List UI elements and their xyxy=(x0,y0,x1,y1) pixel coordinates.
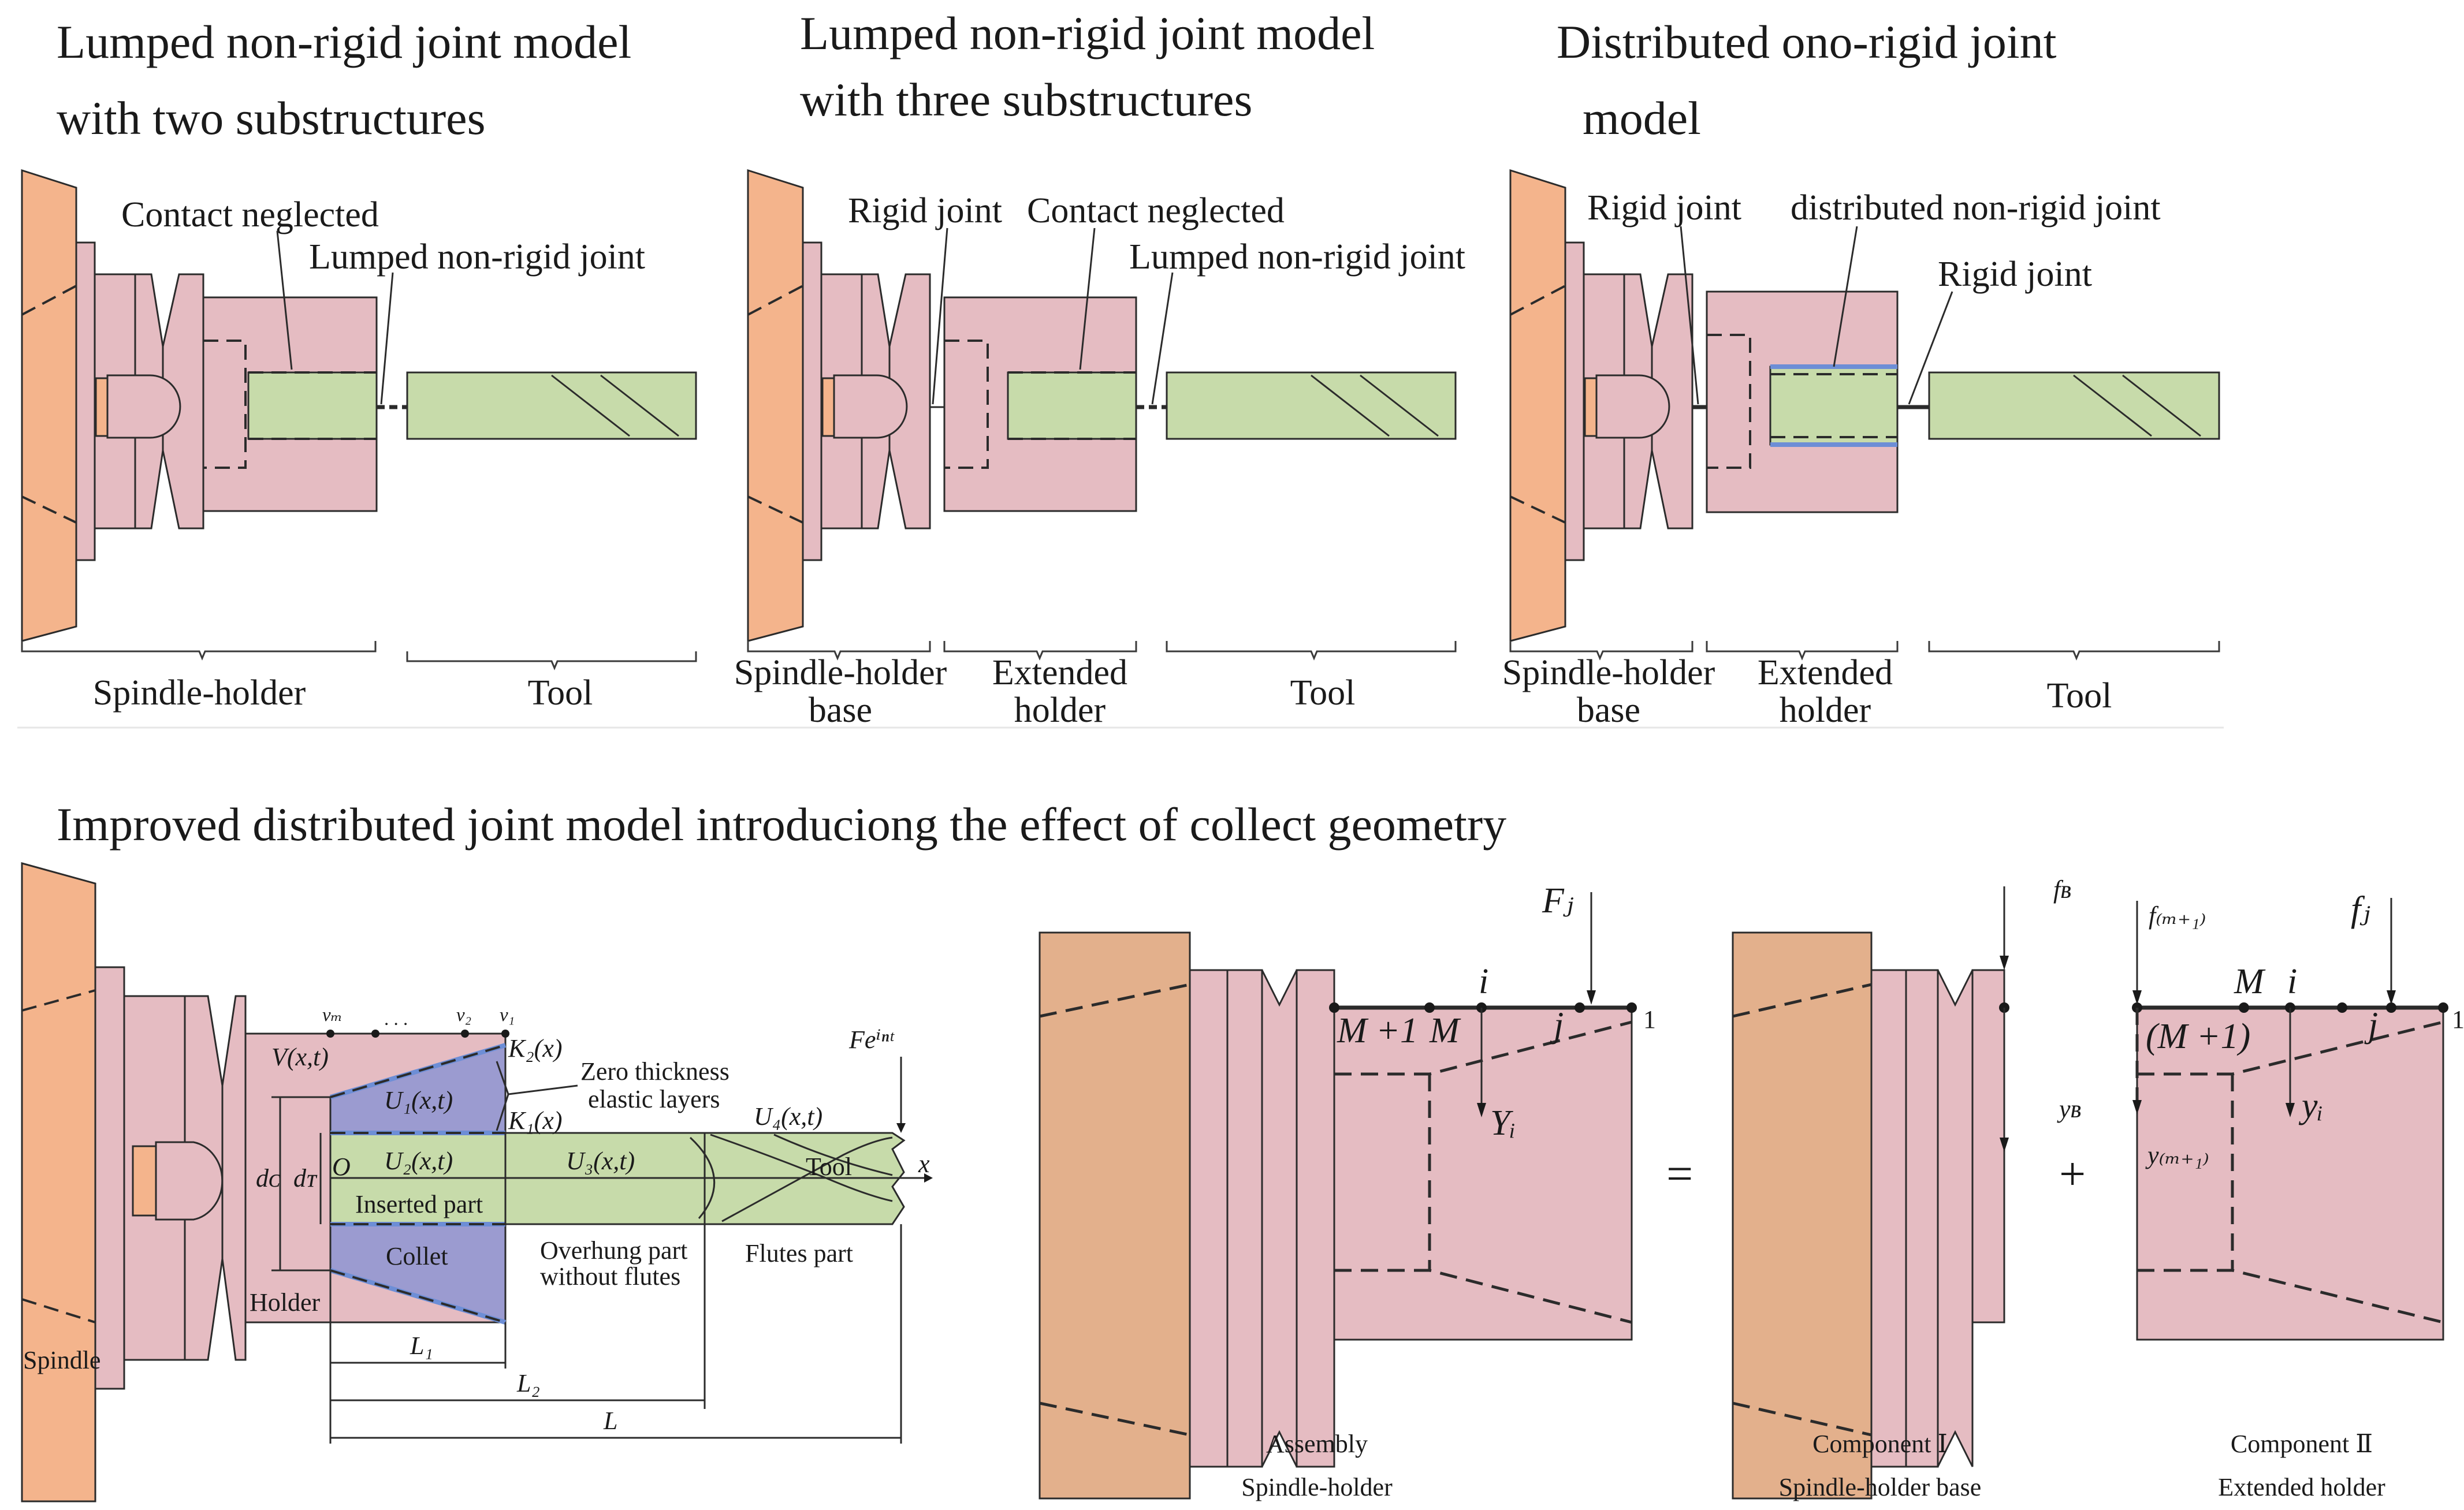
svg-text:U₄(x,t): U₄(x,t) xyxy=(754,1102,822,1131)
brace-spindle-holder: Spindle-holder xyxy=(93,673,306,713)
svg-text:1: 1 xyxy=(1643,1005,1656,1034)
svg-text:Inserted part: Inserted part xyxy=(355,1190,483,1218)
svg-text:Spindle-holder base: Spindle-holder base xyxy=(1779,1473,1982,1501)
svg-text:Yᵢ: Yᵢ xyxy=(1490,1103,1516,1143)
svg-text:L: L xyxy=(603,1407,617,1435)
svg-text:Tool: Tool xyxy=(806,1153,852,1181)
svg-text:Extended: Extended xyxy=(1758,653,1893,692)
svg-text:M: M xyxy=(1429,1011,1461,1050)
callout-rigid-joint-3b: Rigid joint xyxy=(1938,255,2092,294)
svg-text:Flutes part: Flutes part xyxy=(745,1239,853,1267)
equals-sign: = xyxy=(1666,1147,1693,1200)
bottom-title: Improved distributed joint model introdu… xyxy=(57,798,1506,851)
panel-distributed: Distributed ono-rigid joint model Rigid … xyxy=(1502,16,2220,730)
svg-text:U₂(x,t): U₂(x,t) xyxy=(384,1147,453,1175)
svg-text:yʙ: yʙ xyxy=(2057,1095,2081,1123)
svg-text:Extended holder: Extended holder xyxy=(2218,1473,2385,1501)
panel1-title-line1: Lumped non-rigid joint model xyxy=(57,16,631,68)
svg-text:Fⱼ: Fⱼ xyxy=(1542,881,1574,920)
svg-text:Overhung part: Overhung part xyxy=(540,1236,687,1265)
svg-text:L₂: L₂ xyxy=(516,1369,540,1397)
svg-text:x: x xyxy=(918,1150,930,1178)
panel3-title-line2: model xyxy=(1583,92,1701,144)
svg-text:U₁(x,t): U₁(x,t) xyxy=(384,1086,453,1114)
panel-lumped-three: Lumped non-rigid joint model with three … xyxy=(734,7,1465,730)
callout-rigid-joint-3a: Rigid joint xyxy=(1587,188,1741,228)
svg-text:Spindle-holder: Spindle-holder xyxy=(734,653,947,692)
svg-text:Spindle: Spindle xyxy=(23,1346,101,1374)
svg-text:K₁(x): K₁(x) xyxy=(508,1106,562,1135)
svg-text:M: M xyxy=(2234,962,2266,1001)
svg-text:yᵢ: yᵢ xyxy=(2298,1086,2323,1125)
svg-text:base: base xyxy=(1577,691,1640,730)
svg-text:y₍ₘ₊₁₎: y₍ₘ₊₁₎ xyxy=(2145,1141,2209,1169)
panel2-title-line2: with three substructures xyxy=(800,73,1252,126)
svg-text:v₁: v₁ xyxy=(500,1005,515,1026)
svg-text:Spindle-holder: Spindle-holder xyxy=(1241,1473,1393,1501)
svg-text:Extended: Extended xyxy=(992,653,1127,692)
component-2-diagram: f₍ₘ₊₁₎ fⱼ M i j 1 (M +1) y₍ₘ₊₁₎ yᵢ Compo… xyxy=(2132,890,2464,1501)
svg-text:dᴄ: dᴄ xyxy=(256,1164,281,1192)
svg-text:elastic layers: elastic layers xyxy=(588,1085,720,1113)
svg-text:f₍ₘ₊₁₎: f₍ₘ₊₁₎ xyxy=(2149,901,2206,930)
panel-lumped-two: Lumped non-rigid joint model with two su… xyxy=(21,16,697,713)
svg-text:Spindle-holder: Spindle-holder xyxy=(1502,653,1715,692)
tool-body xyxy=(406,371,697,440)
svg-text:L₁: L₁ xyxy=(410,1332,433,1360)
svg-text:holder: holder xyxy=(1014,691,1106,730)
svg-text:base: base xyxy=(809,691,872,730)
svg-text:fʙ: fʙ xyxy=(2053,875,2071,904)
spindle-body xyxy=(21,169,77,642)
svg-text:without flutes: without flutes xyxy=(540,1262,680,1291)
svg-text:dᴛ: dᴛ xyxy=(293,1164,318,1192)
svg-text:. . .: . . . xyxy=(384,1009,408,1030)
component-1-diagram: fʙ yʙ Component Ⅰ Spindle-holder base xyxy=(1732,875,2081,1501)
svg-text:M +1: M +1 xyxy=(1337,1011,1418,1050)
svg-text:i: i xyxy=(2287,962,2297,1001)
callout-lumped-joint: Lumped non-rigid joint xyxy=(309,237,645,277)
svg-text:Zero thickness: Zero thickness xyxy=(580,1057,729,1086)
callout-contact-neglected: Contact neglected xyxy=(121,195,379,234)
detailed-joint-model: vₘ . . . v₂ v₁ V(x,t) K₂(x) K₁(x) Zero t… xyxy=(21,862,933,1502)
svg-text:Component Ⅰ: Component Ⅰ xyxy=(1812,1430,1948,1458)
panel1-title-line2: with two substructures xyxy=(57,92,485,144)
svg-text:(M +1): (M +1) xyxy=(2146,1017,2250,1056)
svg-text:holder: holder xyxy=(1780,691,1871,730)
svg-text:O: O xyxy=(332,1153,351,1181)
svg-text:K₂(x): K₂(x) xyxy=(508,1034,562,1062)
svg-text:Tool: Tool xyxy=(2047,676,2112,715)
callout-lumped-joint-2: Lumped non-rigid joint xyxy=(1129,237,1465,277)
svg-text:i: i xyxy=(1479,962,1488,1001)
plus-sign: + xyxy=(2059,1147,2086,1200)
svg-text:Holder: Holder xyxy=(250,1288,321,1317)
svg-text:1: 1 xyxy=(2452,1005,2464,1034)
svg-text:Assembly: Assembly xyxy=(1266,1430,1368,1458)
svg-text:Collet: Collet xyxy=(386,1242,448,1270)
svg-text:U₃(x,t): U₃(x,t) xyxy=(566,1147,635,1175)
callout-contact-neglected-2: Contact neglected xyxy=(1027,191,1285,230)
panel2-title-line1: Lumped non-rigid joint model xyxy=(800,7,1375,59)
svg-text:vₘ: vₘ xyxy=(322,1005,343,1026)
assembly-diagram: Fⱼ M +1 M i j 1 Yᵢ Assembly Spindle-hold… xyxy=(1039,881,1656,1501)
brace-tool: Tool xyxy=(528,673,593,713)
svg-text:V(x,t): V(x,t) xyxy=(271,1043,329,1071)
svg-text:Tool: Tool xyxy=(1290,673,1356,713)
callout-distributed-joint: distributed non-rigid joint xyxy=(1791,188,2161,228)
svg-text:fⱼ: fⱼ xyxy=(2351,890,2370,929)
svg-text:Component Ⅱ: Component Ⅱ xyxy=(2231,1430,2373,1458)
svg-text:v₂: v₂ xyxy=(456,1005,471,1026)
panel3-title-line1: Distributed ono-rigid joint xyxy=(1557,16,2057,68)
svg-text:Feⁱⁿᵗ: Feⁱⁿᵗ xyxy=(848,1026,895,1054)
callout-rigid-joint: Rigid joint xyxy=(848,191,1002,230)
